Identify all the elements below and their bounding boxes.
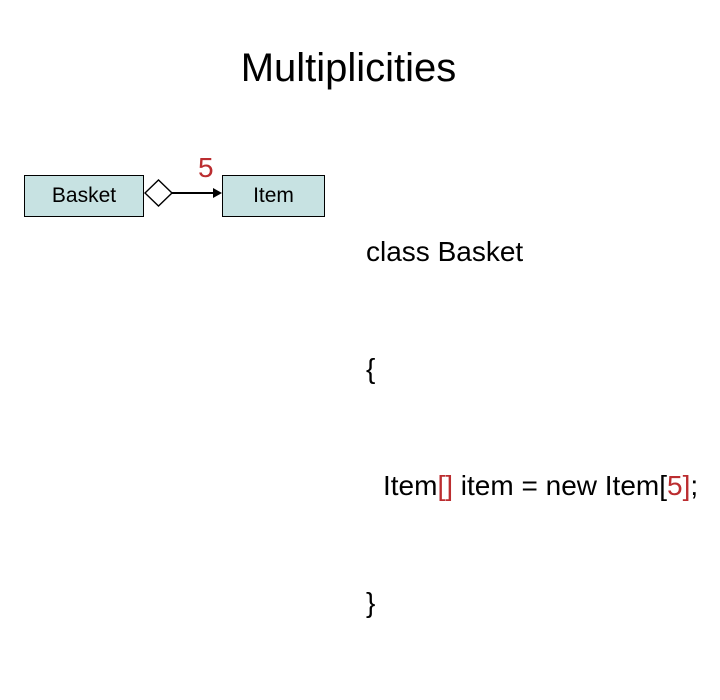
aggregation-connector (144, 179, 222, 207)
code-line-open-brace: { (366, 353, 376, 384)
class-box-basket: Basket (24, 175, 144, 217)
code-segment: item = new Item[ (453, 470, 667, 501)
arrowhead-icon (213, 188, 222, 198)
code-line-close-brace: } (366, 587, 376, 618)
code-line-array-field: Item[] item = new Item[5]; (366, 466, 698, 505)
code-line-class-declaration: class Basket (366, 236, 524, 267)
code-segment-array-brackets: [] (437, 470, 454, 501)
class-box-item-label: Item (253, 184, 294, 207)
slide-title: Multiplicities (240, 46, 457, 90)
aggregation-diamond-icon (144, 179, 174, 207)
code-segment: Item (383, 470, 438, 501)
code-segment-array-size: 5] (667, 470, 691, 501)
code-block: class Basket { Item[] item = new Item[5]… (366, 154, 698, 700)
code-segment: ; (690, 470, 699, 501)
class-box-item: Item (222, 175, 325, 217)
class-box-basket-label: Basket (51, 184, 117, 207)
slide: Multiplicities Basket 5 Item class Baske… (24, 46, 698, 618)
multiplicity-label: 5 (198, 152, 214, 183)
